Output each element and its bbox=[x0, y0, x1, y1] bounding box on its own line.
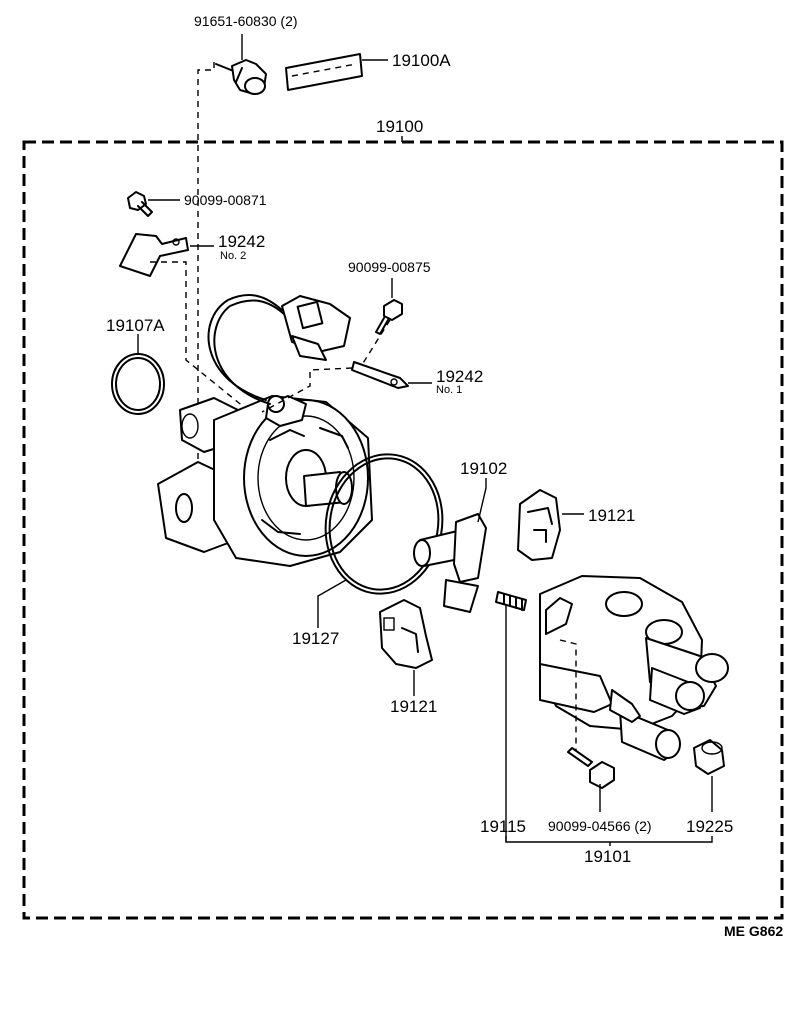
distributor-cap-drawing bbox=[539, 575, 729, 761]
label-gasket: 19127 bbox=[292, 629, 339, 648]
label-rotor: 19102 bbox=[460, 459, 507, 478]
label-oring: 19107A bbox=[106, 316, 165, 335]
cover-bottom-drawing bbox=[379, 599, 433, 696]
label-bracket-no1-sub: No. 1 bbox=[436, 384, 462, 396]
cap-screw-drawing bbox=[567, 747, 615, 812]
label-cover-bottom: 19121 bbox=[390, 697, 437, 716]
cap-assembly-bracket bbox=[505, 836, 713, 846]
rotor-drawing bbox=[413, 478, 487, 613]
boot-drawing bbox=[693, 739, 725, 812]
label-screw-top: 91651-60830 (2) bbox=[194, 13, 298, 29]
label-cap-screw: 90099-04566 (2) bbox=[548, 818, 652, 834]
distributor-housing-drawing bbox=[157, 294, 373, 567]
label-cover-right: 19121 bbox=[588, 506, 635, 525]
label-tape-drawing bbox=[285, 53, 388, 91]
label-label-tape: 19100A bbox=[392, 51, 451, 70]
bracket-no2-drawing bbox=[119, 233, 251, 413]
label-stud: 19115 bbox=[480, 817, 526, 836]
label-bolt-mid: 90099-00875 bbox=[348, 259, 431, 275]
label-assembly: 19100 bbox=[376, 117, 423, 136]
cover-right-drawing bbox=[517, 489, 584, 561]
assembly-frame bbox=[22, 136, 784, 920]
label-figure-code: ME G862 bbox=[724, 923, 783, 939]
label-bracket-no1: 19242 bbox=[436, 367, 483, 386]
label-boot: 19225 bbox=[686, 817, 733, 836]
top-screw-drawing bbox=[197, 34, 267, 531]
label-bracket-no2: 19242 bbox=[218, 232, 265, 251]
bolt-mid-drawing bbox=[359, 278, 403, 369]
oring-drawing bbox=[111, 334, 165, 415]
bracket-no1-drawing bbox=[261, 361, 432, 413]
label-cap-assembly: 19101 bbox=[584, 847, 631, 866]
label-bracket-no2-sub: No. 2 bbox=[220, 250, 246, 262]
label-bolt-upper: 90099-00871 bbox=[184, 192, 267, 208]
bolt-upper-drawing bbox=[127, 191, 180, 217]
stud-drawing bbox=[495, 591, 527, 842]
